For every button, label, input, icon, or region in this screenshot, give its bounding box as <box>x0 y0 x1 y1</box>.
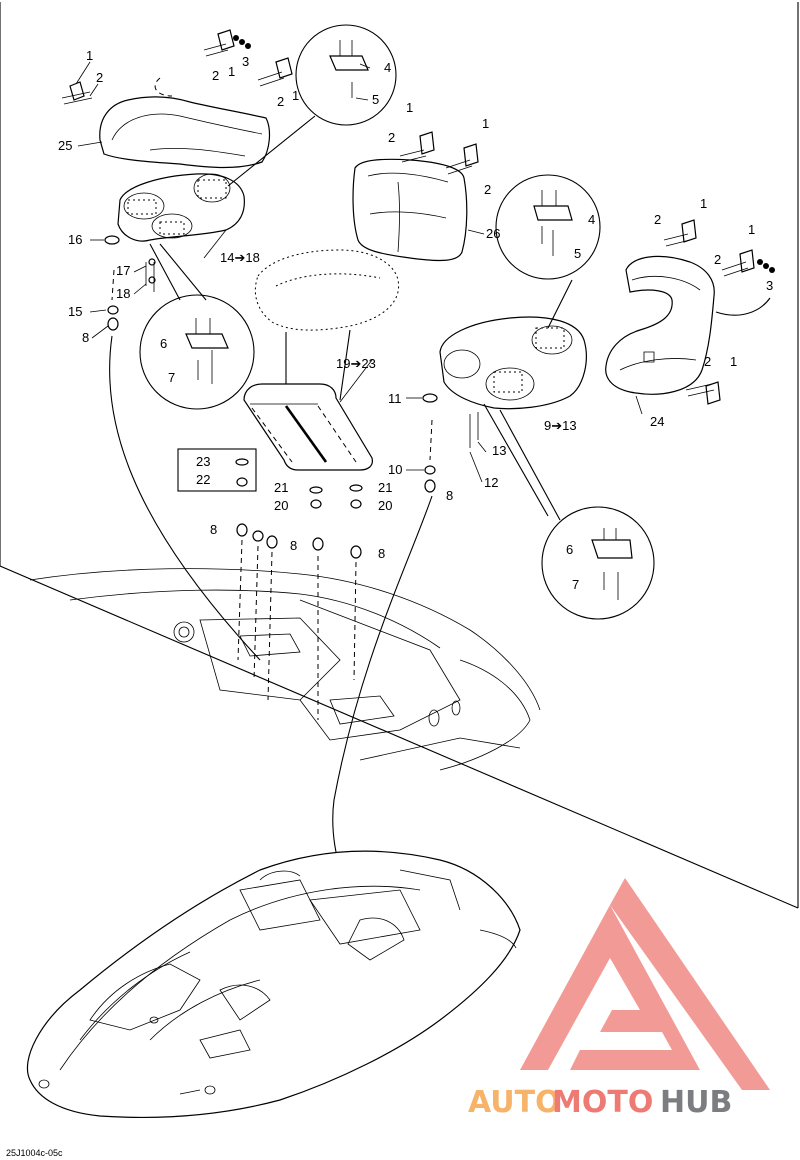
callout-2: 2 <box>714 252 721 267</box>
svg-text:AUTO: AUTO <box>468 1085 561 1120</box>
detail-circle-right-upper <box>495 174 601 329</box>
svg-text:HUB: HUB <box>660 1085 732 1120</box>
callout-1: 1 <box>86 48 93 63</box>
watermark-logo <box>520 878 770 1090</box>
detail-circle-top <box>227 24 397 187</box>
callout-labels: 1 2 2 1 3 2 1 4 5 25 2 1 1 2 26 16 14➔18… <box>58 48 773 592</box>
callout-17: 17 <box>116 263 130 278</box>
callout-26: 26 <box>486 226 500 241</box>
callout-1: 1 <box>228 64 235 79</box>
callout-6: 6 <box>566 542 573 557</box>
callout-5: 5 <box>574 246 581 261</box>
callout-3: 3 <box>766 278 773 293</box>
callout-leaders <box>75 61 643 483</box>
hinge-brackets <box>61 29 775 405</box>
storage-box-lid <box>243 383 373 471</box>
callout-12: 12 <box>484 475 498 490</box>
boat-overview <box>26 850 521 1119</box>
callout-7: 7 <box>168 370 175 385</box>
callout-4: 4 <box>384 60 391 75</box>
callout-2: 2 <box>388 130 395 145</box>
callout-1: 1 <box>482 116 489 131</box>
callout-21: 21 <box>274 480 288 495</box>
callout-2: 2 <box>96 70 103 85</box>
callout-3: 3 <box>242 54 249 69</box>
callout-23: 23 <box>196 454 210 469</box>
seat-back-24 <box>605 255 771 395</box>
callout-18: 18 <box>116 286 130 301</box>
callout-1: 1 <box>292 88 299 103</box>
callout-5: 5 <box>372 92 379 107</box>
callout-8: 8 <box>82 330 89 345</box>
callout-20: 20 <box>378 498 392 513</box>
fasteners <box>104 235 479 559</box>
callout-25: 25 <box>58 138 72 153</box>
watermark-text: AUTO MOTO HUB <box>468 1085 732 1120</box>
callout-8: 8 <box>378 546 385 561</box>
callout-1: 1 <box>700 196 707 211</box>
assembly-lines <box>109 269 433 891</box>
callout-1: 1 <box>748 222 755 237</box>
callout-8: 8 <box>290 538 297 553</box>
detail-circle-left <box>139 243 255 410</box>
seat-cushion-25 <box>99 77 271 169</box>
callout-1: 1 <box>730 354 737 369</box>
page-frame <box>0 2 799 909</box>
detail-circle-right-lower <box>483 403 655 620</box>
seat-base-9-13 <box>439 316 587 410</box>
callout-21: 21 <box>378 480 392 495</box>
svg-text:MOTO: MOTO <box>552 1085 653 1120</box>
callout-4: 4 <box>588 212 595 227</box>
callout-10: 10 <box>388 462 402 477</box>
callout-16: 16 <box>68 232 82 247</box>
callout-11: 11 <box>388 391 402 406</box>
callout-2: 2 <box>654 212 661 227</box>
callout-24: 24 <box>650 414 664 429</box>
callout-15: 15 <box>68 304 82 319</box>
callout-9-13: 9➔13 <box>544 418 577 433</box>
seat-base-14-18 <box>117 173 245 242</box>
callout-6: 6 <box>160 336 167 351</box>
callout-2: 2 <box>704 354 711 369</box>
seat-back-26 <box>352 158 468 262</box>
callout-20: 20 <box>274 498 288 513</box>
callout-19-23: 19➔23 <box>336 356 376 371</box>
callout-2: 2 <box>484 182 491 197</box>
boat-interior-view <box>29 568 541 771</box>
callout-1: 1 <box>406 100 413 115</box>
callout-22: 22 <box>196 472 210 487</box>
seat-cushion-19-23 <box>254 249 400 331</box>
callout-8: 8 <box>446 488 453 503</box>
callout-13: 13 <box>492 443 506 458</box>
diagram-code: 25J1004c-05c <box>6 1148 63 1158</box>
callout-7: 7 <box>572 577 579 592</box>
callout-2: 2 <box>212 68 219 83</box>
callout-2: 2 <box>277 94 284 109</box>
callout-8: 8 <box>210 522 217 537</box>
callout-14-18: 14➔18 <box>220 250 260 265</box>
